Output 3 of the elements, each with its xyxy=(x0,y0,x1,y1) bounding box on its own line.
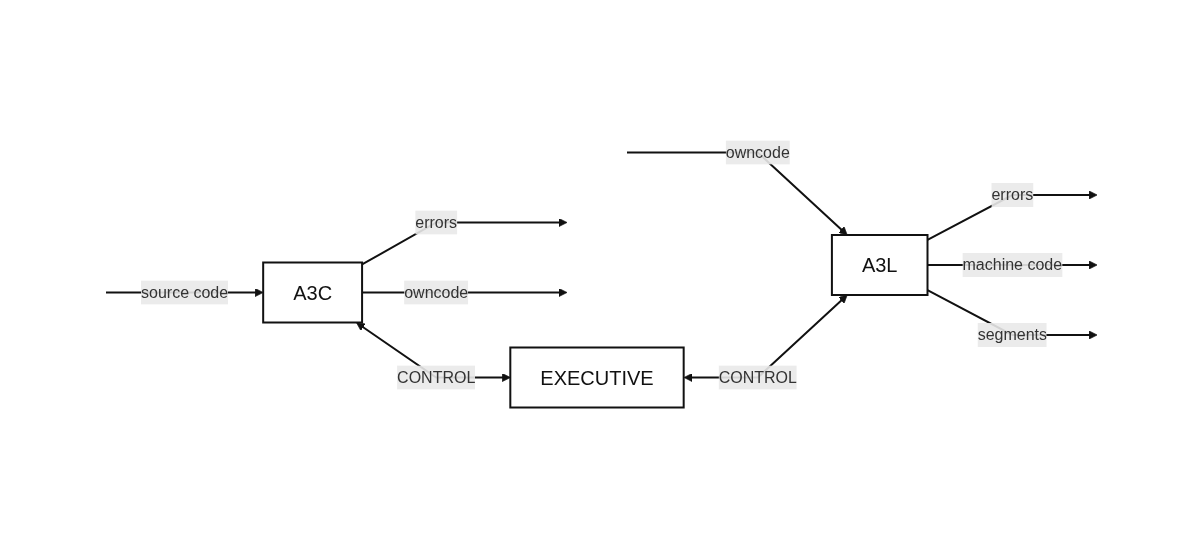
process-box: A3L xyxy=(831,234,929,296)
process-box: EXECUTIVE xyxy=(509,346,686,409)
process-box: A3C xyxy=(262,261,364,324)
